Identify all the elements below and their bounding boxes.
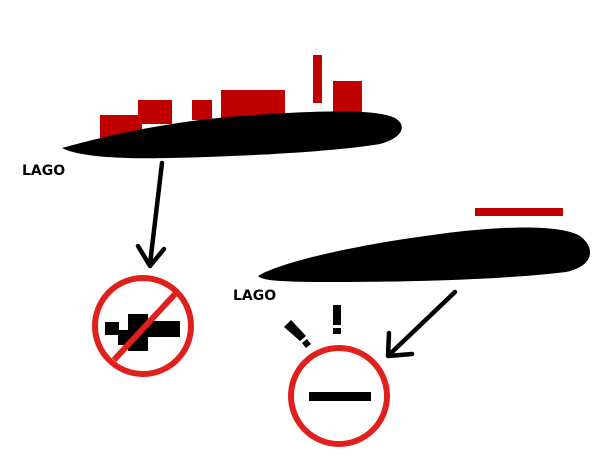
arrow-icon bbox=[385, 289, 458, 359]
minus-icon bbox=[288, 345, 390, 447]
scene-built-shoreline: LAGO bbox=[22, 55, 402, 377]
building-3 bbox=[192, 100, 212, 120]
no-entry-icon bbox=[92, 275, 194, 377]
arrow-icon bbox=[135, 160, 167, 269]
scene-preserved-shoreline: LAGO bbox=[233, 208, 591, 447]
setback-bar bbox=[475, 208, 563, 216]
exclamation-icon bbox=[284, 305, 341, 348]
lake-label-2: LAGO bbox=[233, 288, 276, 304]
building-5 bbox=[313, 55, 322, 103]
building-2 bbox=[138, 100, 172, 124]
lake-silhouette-2 bbox=[258, 227, 591, 282]
lake-silhouette-1 bbox=[62, 111, 402, 159]
dense-buildings bbox=[100, 55, 362, 139]
building-6 bbox=[333, 81, 362, 116]
lake-label-1: LAGO bbox=[22, 163, 65, 179]
